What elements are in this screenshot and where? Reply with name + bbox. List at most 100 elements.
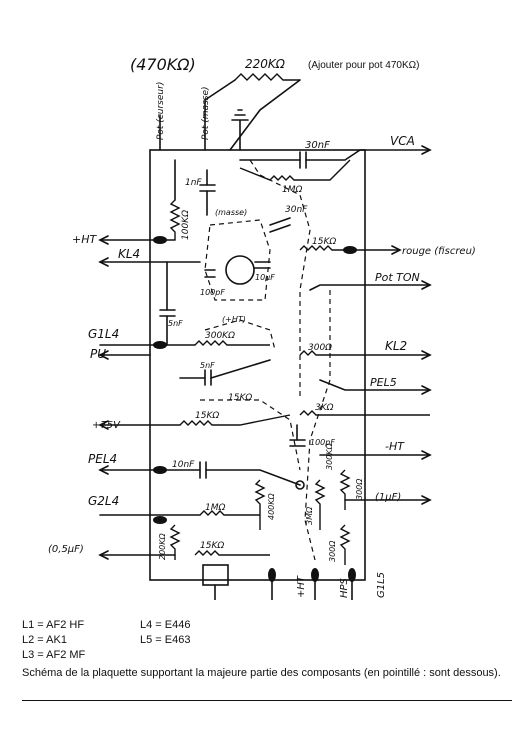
- label-r-400k: 400KΩ: [267, 492, 276, 520]
- divider-rule: [22, 700, 512, 701]
- label-bottom-ht: +HT: [296, 575, 307, 598]
- dashed-underside-3: [204, 319, 276, 351]
- wire-10nf: [205, 469, 301, 486]
- label-ajouter: (Ajouter pour pot 470KΩ): [308, 60, 419, 71]
- label-c-300k-cap: 300KΩ: [325, 442, 334, 470]
- trimmer-bottom: [202, 564, 229, 586]
- capacitor-100pf: [204, 269, 216, 278]
- legend-col-left: L1 = AF2 HF L2 = AK1 L3 = AF2 MF: [22, 618, 85, 663]
- arrow-1uf: [421, 495, 432, 505]
- dashed-15k-mid: [200, 399, 301, 471]
- arrow-pel5: [421, 385, 432, 395]
- label-pel4: PEL4: [88, 452, 117, 466]
- arrow-pu: [98, 350, 109, 360]
- label-r-15k-top: 15KΩ: [312, 237, 336, 247]
- label-c-1uf: (1μF): [375, 492, 401, 503]
- capacitor-5nf-mid: [204, 369, 212, 386]
- label-pot-curseur: Pot (curseur): [156, 82, 166, 140]
- resistor-3m: [314, 479, 326, 530]
- label-r-100k: 100KΩ: [181, 210, 191, 240]
- label-r-3m: 3MΩ: [305, 506, 314, 525]
- label-pot-top: (470KΩ): [130, 55, 196, 74]
- arrow-minus-ht: [421, 450, 432, 460]
- arrow-plus-ht: [98, 235, 109, 245]
- label-masse: (masse): [215, 208, 247, 217]
- resistor-15k-bottom: [194, 550, 270, 556]
- label-r-15k-mid: 15KΩ: [228, 393, 252, 403]
- pad-plus-ht: [153, 236, 167, 244]
- label-c-1nf: 1nF: [185, 178, 202, 188]
- capacitor-10nf: [199, 461, 207, 479]
- label-bottom-g1l5: G1L5: [376, 572, 387, 598]
- label-r-300-bottom: 300Ω: [328, 540, 337, 562]
- label-plus-ht-small: (+HT): [222, 315, 246, 324]
- arrow-kl2: [421, 350, 432, 360]
- capacitor-30nf-top: [299, 151, 307, 169]
- resistor-300k: [194, 340, 270, 346]
- label-c-30nf-mid: 30nF: [285, 205, 308, 215]
- label-pel5: PEL5: [370, 376, 397, 389]
- label-c-30nf-top: 30nF: [305, 140, 330, 151]
- resistor-15k-left: [179, 414, 291, 426]
- label-pot-ton: Pot TON: [375, 271, 420, 284]
- figure-caption: Schéma de la plaquette supportant la maj…: [22, 667, 501, 679]
- tube-legend: L1 = AF2 HF L2 = AK1 L3 = AF2 MF L4 = E4…: [22, 618, 282, 666]
- circuit-board-outline: [149, 149, 366, 581]
- label-r-3k: 3KΩ: [315, 403, 334, 413]
- resistor-3k: [299, 410, 430, 416]
- label-g1l4: G1L4: [88, 327, 119, 341]
- capacitor-10uf: [254, 261, 271, 269]
- capacitor-5nf-left: [159, 309, 176, 317]
- wire-pot-ton: [309, 284, 431, 291]
- legend-col-right: L4 = E446 L5 = E463: [140, 618, 190, 648]
- label-r-300k: 300KΩ: [205, 331, 235, 341]
- resistor-200k: [169, 524, 181, 560]
- label-r-1m-low: 1MΩ: [205, 503, 225, 513]
- pad-bottom-ht: [268, 568, 276, 582]
- label-kl2: KL2: [385, 339, 407, 353]
- wire-5nf-mid: [179, 359, 271, 379]
- arrow-vca: [421, 145, 432, 155]
- arrow-rouge: [391, 245, 402, 255]
- arrow-kl4: [98, 257, 109, 267]
- pad-rouge: [343, 246, 357, 254]
- legend-l4: L4 = E446: [140, 619, 191, 631]
- resistor-300-bottom: [339, 524, 351, 565]
- capacitor-100pf-right: [289, 439, 306, 447]
- label-r-15k-bottom: 15KΩ: [200, 541, 224, 551]
- arrow-plus-75v: [98, 420, 109, 430]
- arrow-pel4: [98, 465, 109, 475]
- schematic-diagram: (470KΩ) Pot (curseur) Pot (masse) 220KΩ …: [48, 55, 476, 600]
- label-c-05uf: (0,5μF): [48, 544, 84, 555]
- label-minus-ht: -HT: [385, 440, 405, 453]
- label-c-10nf: 10nF: [172, 460, 195, 470]
- pad-g1l4: [153, 341, 167, 349]
- label-pu: PU: [90, 347, 106, 361]
- label-c-10uf: 10μF: [255, 273, 275, 282]
- arrow-pot-ton: [421, 280, 432, 290]
- resistor-100k: [169, 199, 181, 240]
- resistor-220k: [234, 73, 300, 81]
- label-pot-masse: Pot (masse): [201, 86, 211, 140]
- legend-l1: L1 = AF2 HF: [22, 619, 85, 631]
- resistor-400k: [254, 479, 266, 530]
- dashed-underside-2: [304, 290, 331, 561]
- legend-l3: L3 = AF2 MF: [22, 649, 86, 661]
- resistor-1m-top: [239, 159, 351, 181]
- tube-symbol: [225, 255, 255, 285]
- resistor-1m-low: [199, 510, 260, 516]
- label-r-15k-left: 15KΩ: [195, 411, 219, 421]
- label-rouge: rouge (fiscreu): [402, 246, 476, 257]
- label-c-100pf: 100pF: [200, 288, 225, 297]
- label-r-1m-top: 1MΩ: [282, 185, 302, 195]
- ground-symbol-top: [231, 109, 249, 151]
- label-g2l4: G2L4: [88, 494, 119, 508]
- arrow-05uf: [98, 550, 109, 560]
- capacitor-1nf: [199, 184, 216, 192]
- wire-pot-masse: [204, 79, 236, 151]
- label-vca: VCA: [390, 134, 415, 148]
- legend-l2: L2 = AK1: [22, 634, 67, 646]
- label-r-200k: 200KΩ: [158, 532, 167, 560]
- resistor-300-right: [339, 469, 351, 510]
- label-r-220k: 220KΩ: [245, 57, 286, 71]
